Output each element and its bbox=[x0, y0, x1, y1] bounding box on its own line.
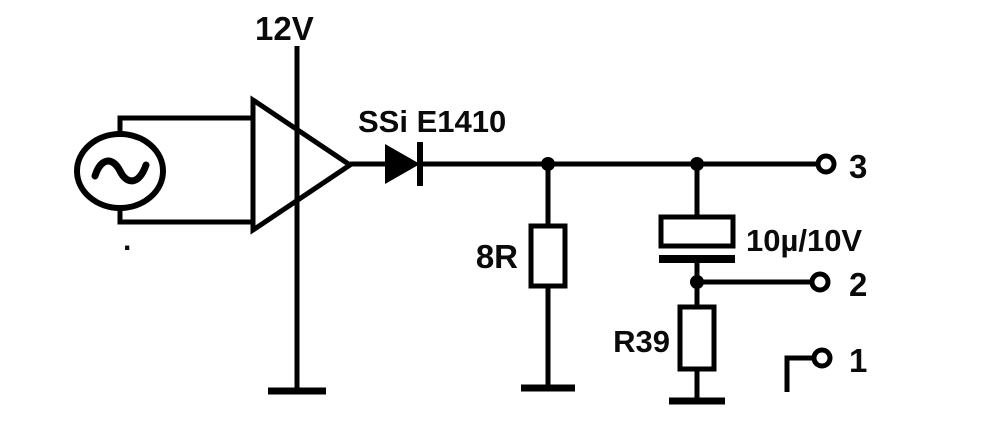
resistor-r39-body bbox=[677, 304, 717, 372]
capacitor-value-label: 10µ/10V bbox=[746, 223, 862, 258]
sine-wave-icon bbox=[91, 157, 150, 185]
stray-dot: . bbox=[123, 224, 131, 257]
ground-symbols bbox=[268, 384, 725, 405]
source-top-wire bbox=[117, 115, 253, 136]
wires bbox=[117, 115, 818, 398]
junction-dot bbox=[690, 275, 704, 289]
terminal-3-label: 3 bbox=[849, 148, 867, 185]
ac-source bbox=[74, 131, 166, 211]
junction-dot bbox=[541, 157, 555, 171]
diode-anode-triangle bbox=[385, 144, 420, 184]
diode-part-label: SSi E1410 bbox=[358, 104, 506, 139]
capacitor-plate-box bbox=[658, 214, 736, 249]
junction-dot bbox=[690, 157, 704, 171]
resistor-8r-body bbox=[528, 223, 568, 289]
terminal1-stub-wire bbox=[784, 355, 814, 392]
diode-icon bbox=[385, 142, 423, 186]
amplifier-triangle-icon bbox=[250, 95, 355, 235]
capacitor-10u bbox=[658, 214, 736, 263]
terminal-1-circle-icon bbox=[811, 347, 833, 369]
terminal-2-circle-icon bbox=[809, 271, 831, 293]
terminal-3-circle-icon bbox=[815, 153, 837, 175]
resistor-r39-label: R39 bbox=[613, 324, 670, 359]
terminal-1-label: 1 bbox=[849, 342, 867, 379]
resistor-8r-label: 8R bbox=[476, 238, 518, 275]
source-bottom-wire bbox=[117, 206, 253, 225]
terminal-2-label: 2 bbox=[849, 266, 867, 303]
supply-voltage-label: 12V bbox=[255, 10, 314, 47]
